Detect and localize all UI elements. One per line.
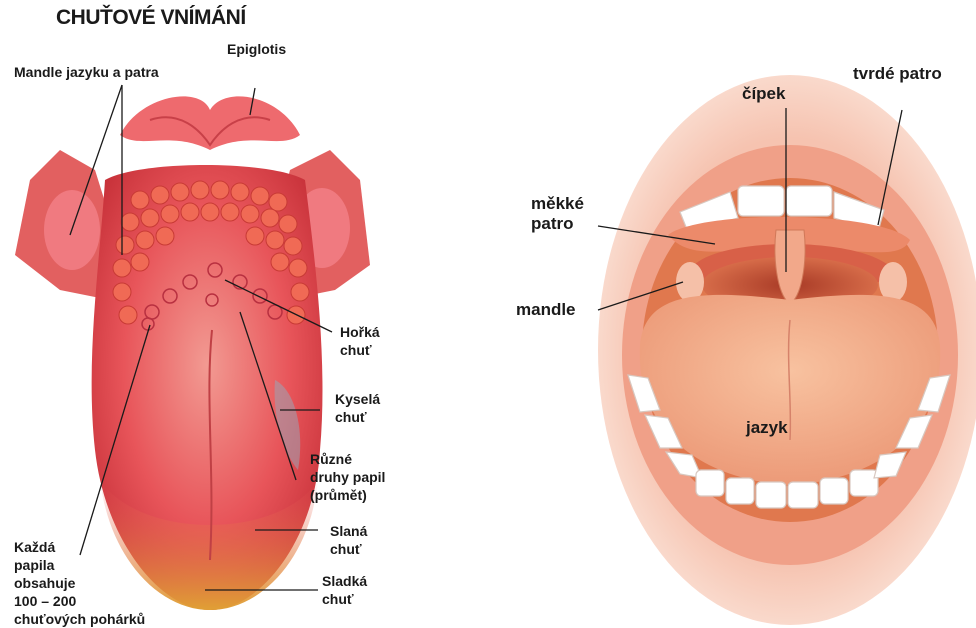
diagram-title: CHUŤOVÉ VNÍMÁNÍ (56, 6, 246, 30)
label-sladka-line2: chuť (322, 590, 367, 608)
label-tvrde-patro: tvrdé patro (853, 64, 942, 84)
label-mekke-line2: patro (531, 214, 584, 234)
label-sladka-line1: Sladká (322, 572, 367, 590)
label-jazyk: jazyk (746, 418, 788, 438)
mouth-diagram (598, 75, 976, 625)
label-kazda-line5: chuťových pohárků (14, 610, 145, 628)
label-slana-line1: Slaná (330, 522, 367, 540)
label-kazda-line4: 100 – 200 (14, 592, 145, 610)
label-kazda-papila: Každá papila obsahuje 100 – 200 chuťovýc… (14, 538, 145, 628)
label-kysela-line1: Kyselá (335, 390, 380, 408)
label-papily: Různé druhy papil (průmět) (310, 450, 385, 504)
label-papily-line3: (průmět) (310, 486, 385, 504)
label-kazda-line3: obsahuje (14, 574, 145, 592)
label-papily-line1: Různé (310, 450, 385, 468)
label-mekke-patro: měkké patro (531, 194, 584, 234)
label-horka: Hořká chuť (340, 323, 380, 359)
label-slana-line2: chuť (330, 540, 367, 558)
label-horka-line1: Hořká (340, 323, 380, 341)
tongue-diagram (15, 85, 370, 610)
label-kazda-line1: Každá (14, 538, 145, 556)
label-mandle-right: mandle (516, 300, 576, 320)
label-horka-line2: chuť (340, 341, 380, 359)
label-sladka: Sladká chuť (322, 572, 367, 608)
label-slana: Slaná chuť (330, 522, 367, 558)
label-kysela-line2: chuť (335, 408, 380, 426)
label-mekke-line1: měkké (531, 194, 584, 214)
label-kazda-line2: papila (14, 556, 145, 574)
label-mandle-jazyku: Mandle jazyku a patra (14, 63, 159, 81)
label-kysela: Kyselá chuť (335, 390, 380, 426)
label-papily-line2: druhy papil (310, 468, 385, 486)
epiglottis (120, 96, 300, 150)
label-epiglotis: Epiglotis (227, 40, 286, 58)
label-cipek: čípek (742, 84, 785, 104)
